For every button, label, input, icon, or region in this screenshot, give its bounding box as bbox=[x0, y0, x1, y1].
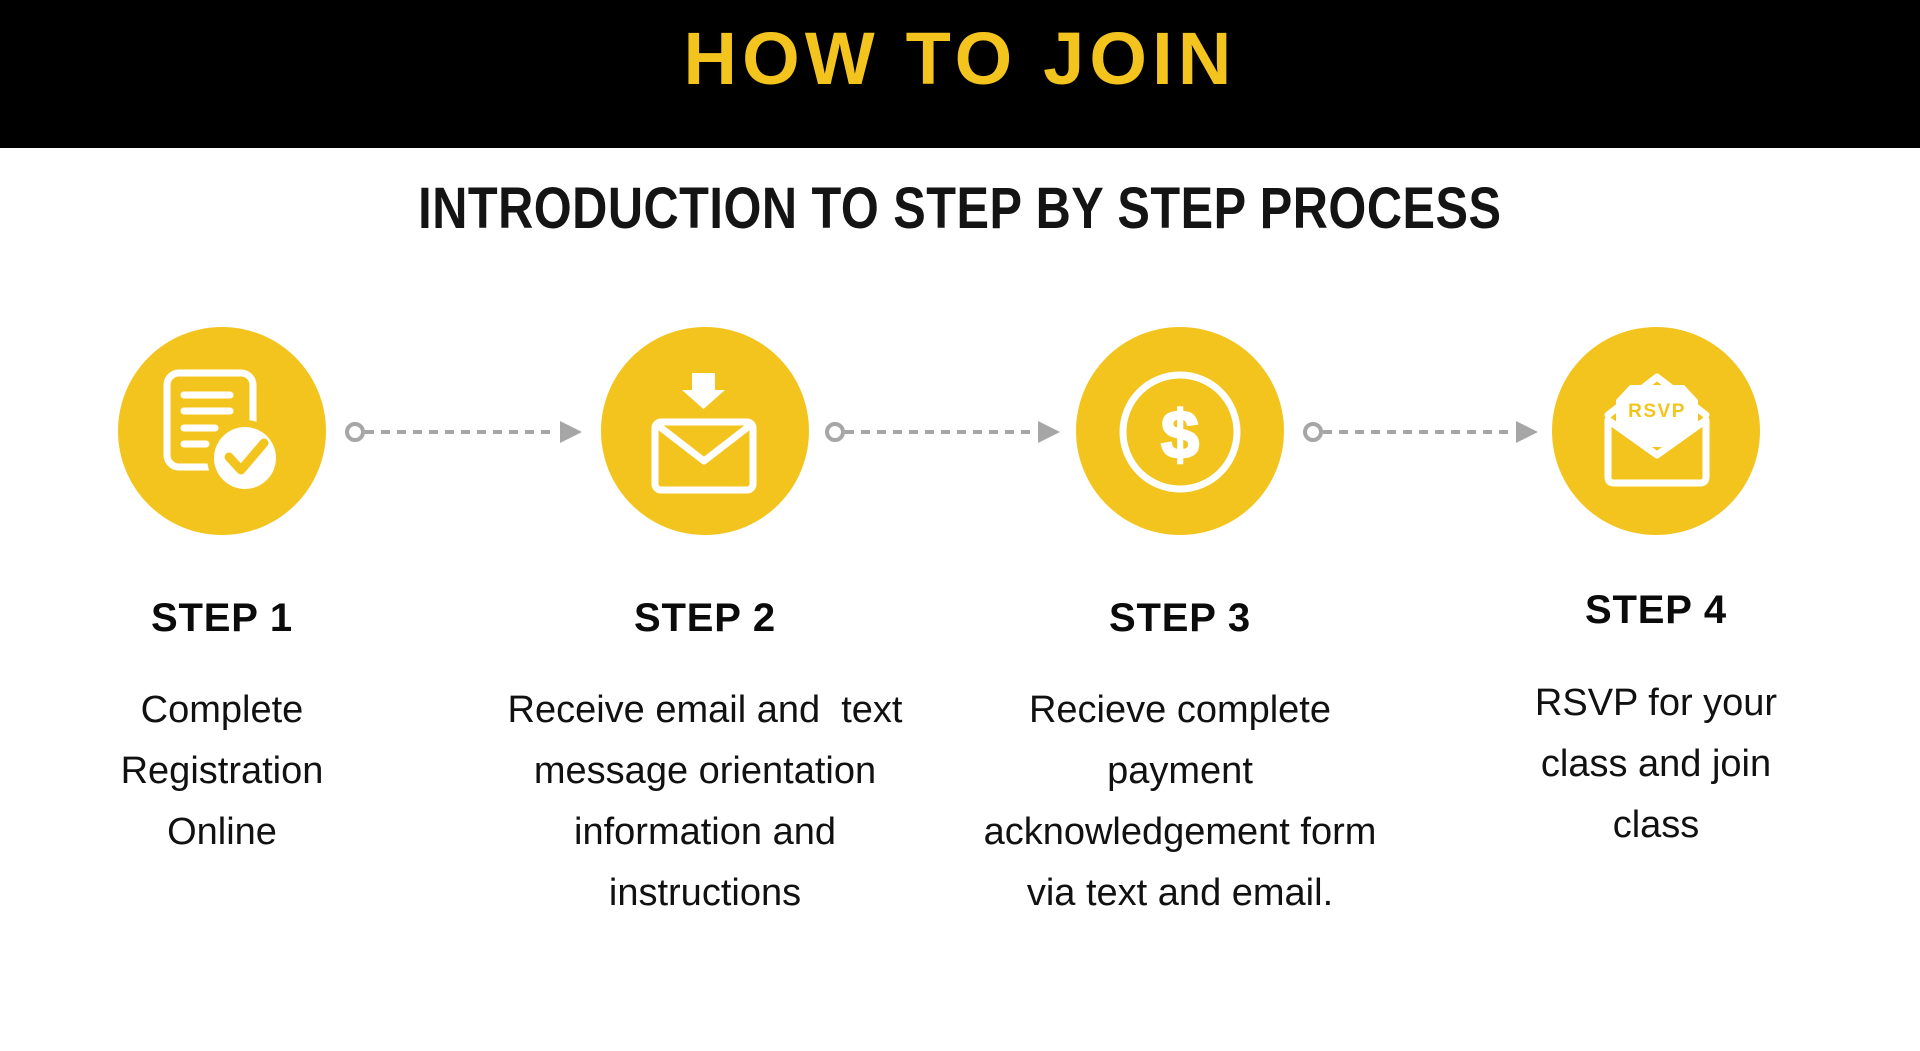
step-2-description: Receive email and text message orientati… bbox=[475, 680, 935, 924]
header-bar: HOW TO JOIN bbox=[0, 0, 1920, 148]
document-check-icon bbox=[163, 369, 283, 496]
step-description-line: RSVP for your bbox=[1534, 682, 1778, 724]
step-description-line: payment bbox=[1107, 750, 1253, 792]
subtitle-wrap: INTRODUCTION TO STEP BY STEP PROCESS bbox=[0, 180, 1920, 238]
connector-3 bbox=[1303, 421, 1538, 443]
step-1-circle bbox=[118, 327, 326, 535]
step-description-line: information and bbox=[574, 811, 836, 853]
step-description-line: message orientation bbox=[533, 750, 877, 792]
step-description-line: acknowledgement form bbox=[983, 811, 1377, 853]
step-description-line: class and join bbox=[1540, 743, 1772, 785]
step-3-circle: $ bbox=[1076, 327, 1284, 535]
step-description-line: Online bbox=[167, 811, 277, 853]
step-3-label: STEP 3 bbox=[1109, 596, 1251, 640]
step-description-line: Registration bbox=[120, 750, 324, 792]
step-2-label: STEP 2 bbox=[634, 596, 776, 640]
step-4-column: RSVP STEP 4 RSVP for your class and join… bbox=[1426, 0, 1886, 1051]
connector-stub bbox=[1323, 430, 1332, 434]
step-description-line: Complete bbox=[140, 689, 304, 731]
subtitle: INTRODUCTION TO STEP BY STEP PROCESS bbox=[418, 176, 1502, 241]
dollar-payment-icon: $ bbox=[1119, 371, 1241, 493]
step-2-circle bbox=[601, 327, 809, 535]
step-description-line: Receive email and text bbox=[507, 689, 903, 731]
step-4-description: RSVP for your class and join class bbox=[1426, 673, 1886, 856]
dashed-line bbox=[1339, 430, 1512, 434]
connector-stub bbox=[365, 430, 374, 434]
step-description-line: via text and email. bbox=[1026, 872, 1334, 914]
step-description-line: Recieve complete bbox=[1028, 689, 1332, 731]
dashed-line bbox=[861, 430, 1034, 434]
step-3-description: Recieve complete payment acknowledgement… bbox=[950, 680, 1410, 924]
page-title: HOW TO JOIN bbox=[683, 16, 1237, 100]
mail-download-icon bbox=[651, 373, 757, 494]
connector-ring-icon bbox=[825, 422, 845, 442]
step-1-description: Complete Registration Online bbox=[0, 680, 452, 863]
step-1-column: STEP 1 Complete Registration Online bbox=[0, 0, 452, 1051]
dashed-line bbox=[381, 430, 556, 434]
step-description-line: instructions bbox=[608, 872, 802, 914]
rsvp-envelope-icon: RSVP bbox=[1604, 373, 1710, 487]
step-description-line: class bbox=[1612, 804, 1700, 846]
arrow-right-icon bbox=[1516, 421, 1538, 443]
connector-ring-icon bbox=[345, 422, 365, 442]
step-4-circle: RSVP bbox=[1552, 327, 1760, 535]
step-1-label: STEP 1 bbox=[151, 596, 293, 640]
connector-ring-icon bbox=[1303, 422, 1323, 442]
connector-stub bbox=[845, 430, 854, 434]
connector-1 bbox=[345, 421, 582, 443]
dollar-glyph: $ bbox=[1161, 397, 1199, 473]
step-4-label: STEP 4 bbox=[1585, 588, 1727, 632]
arrow-right-icon bbox=[560, 421, 582, 443]
step-2-column: STEP 2 Receive email and text message or… bbox=[475, 0, 935, 1051]
connector-2 bbox=[825, 421, 1060, 443]
rsvp-card-text: RSVP bbox=[1628, 401, 1686, 422]
step-3-column: $ STEP 3 Recieve complete payment acknow… bbox=[950, 0, 1410, 1051]
arrow-right-icon bbox=[1038, 421, 1060, 443]
